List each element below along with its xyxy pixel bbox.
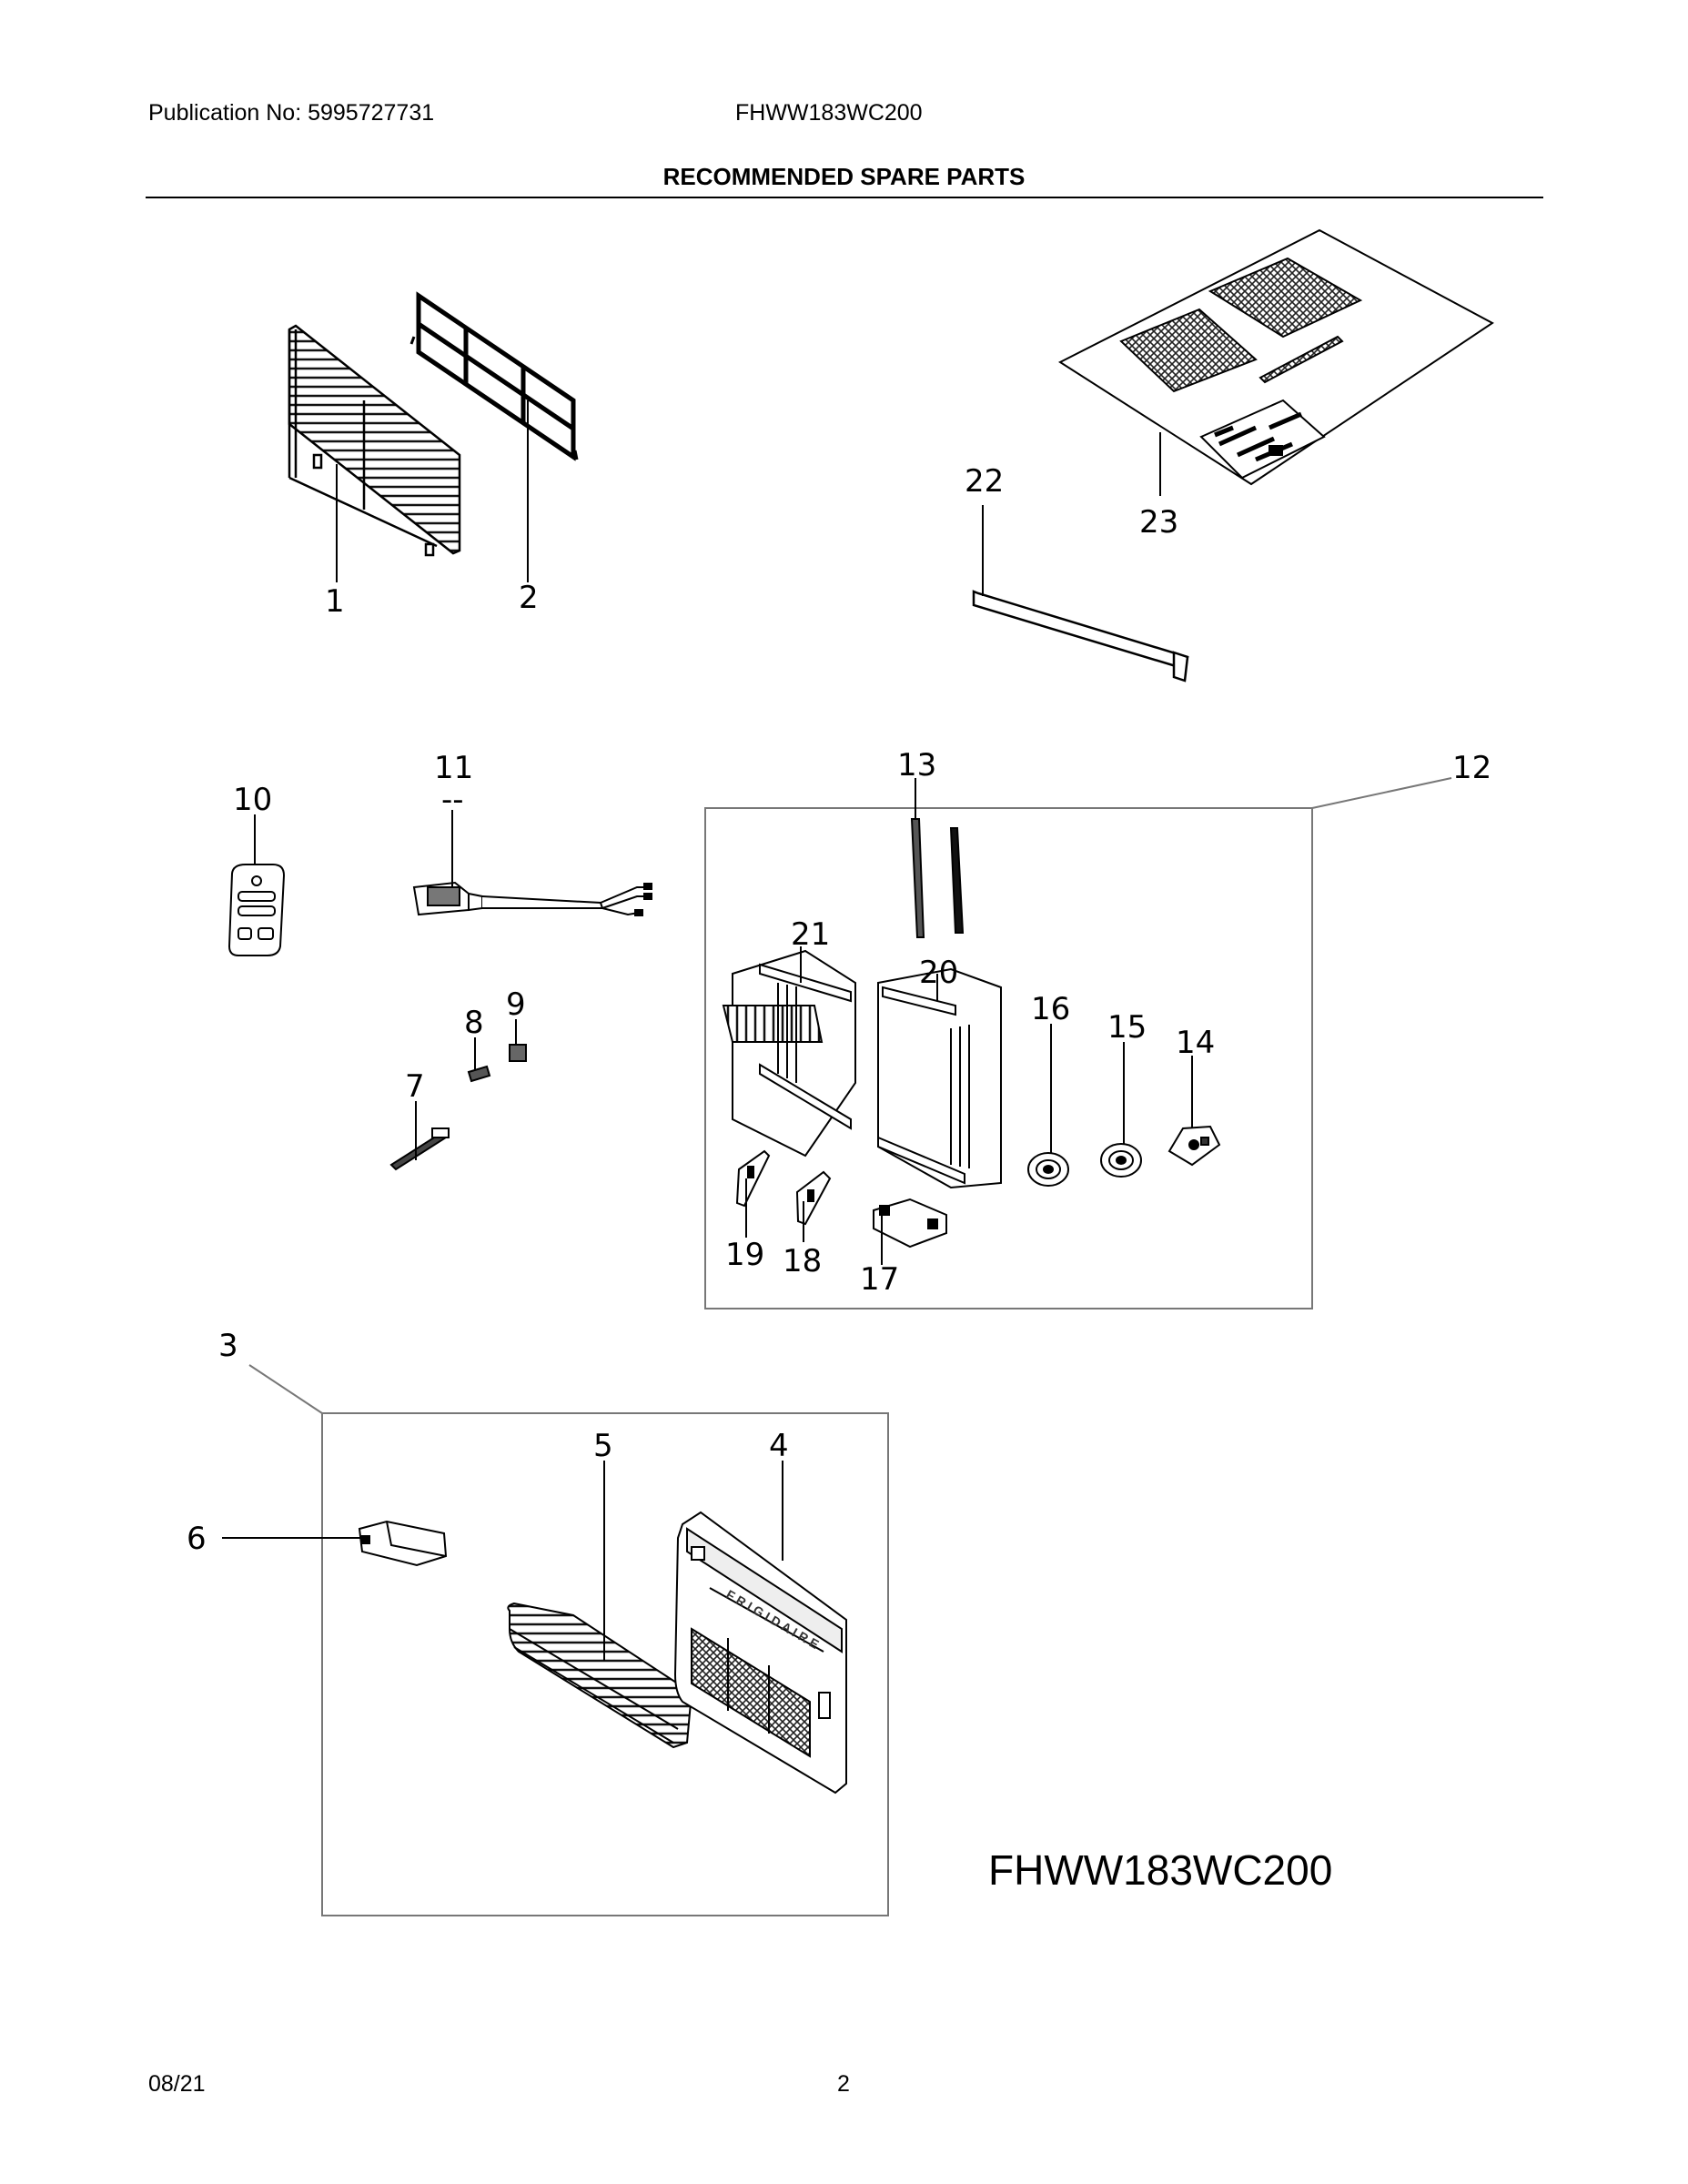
callout-1: 1: [325, 583, 345, 620]
page-title: RECOMMENDED SPARE PARTS: [662, 163, 1026, 190]
page-number: 2: [837, 2071, 850, 2097]
callout-17: 17: [860, 1261, 899, 1298]
callout-8: 8: [464, 1005, 484, 1041]
callout-6: 6: [187, 1521, 207, 1557]
callout-7: 7: [405, 1068, 425, 1105]
callout-9: 9: [506, 986, 526, 1023]
publication-number: Publication No: 5995727731: [148, 100, 435, 126]
callout-20: 20: [919, 955, 958, 991]
header-divider: [146, 197, 1543, 198]
callout-11: 11: [434, 750, 473, 786]
part-14-hardware-kit: [1167, 1125, 1221, 1167]
part-2-air-filter: [409, 291, 579, 461]
part-8-component: [467, 1065, 491, 1083]
footer-date: 08/21: [148, 2071, 206, 2097]
part-23-accessory-kit: [1057, 228, 1494, 486]
kit-12-box: [704, 807, 1313, 1309]
part-5-air-louver: [507, 1602, 693, 1749]
callout-14: 14: [1176, 1025, 1215, 1061]
part-13-seal-strip: [910, 818, 965, 938]
leader-line-3: [248, 1364, 323, 1414]
model-number-header: FHWW183WC200: [735, 100, 923, 126]
part-6-control-component: [358, 1520, 448, 1567]
part-4-front-panel: F R I G I D A I R E: [673, 1511, 847, 1795]
leader-line-12: [1311, 777, 1452, 809]
callout-21: 21: [791, 916, 830, 953]
part-9-component: [509, 1044, 527, 1062]
part-7-component: [389, 1127, 450, 1171]
callout-16: 16: [1031, 991, 1070, 1027]
callout-18: 18: [783, 1243, 822, 1279]
callout-23: 23: [1139, 504, 1178, 541]
part-11-power-cord: [412, 881, 652, 916]
part-15-foam-seal-roll: [1100, 1143, 1142, 1178]
part-22-support-bar: [972, 590, 1189, 682]
assembly-3-box: [321, 1412, 889, 1916]
part-21-left-side-curtain: [722, 949, 856, 1158]
callout-5: 5: [593, 1428, 613, 1464]
part-16-foam-seal-roll: [1027, 1152, 1069, 1187]
part-1-front-grille: [288, 324, 461, 557]
dash-mark: --: [441, 782, 464, 818]
model-label: FHWW183WC200: [988, 1846, 1333, 1894]
callout-3: 3: [218, 1328, 238, 1364]
callout-4: 4: [769, 1428, 789, 1464]
part-10-remote-control: [227, 864, 286, 956]
callout-2: 2: [519, 580, 539, 616]
callout-10: 10: [233, 782, 272, 818]
callout-19: 19: [725, 1237, 764, 1273]
part-19-bracket: [735, 1149, 771, 1208]
callout-22: 22: [965, 463, 1004, 500]
part-18-bracket: [795, 1170, 832, 1226]
part-20-right-side-curtain: [877, 967, 1002, 1189]
callout-13: 13: [897, 747, 936, 784]
part-17-window-lock: [873, 1198, 947, 1249]
callout-12: 12: [1452, 750, 1491, 786]
callout-15: 15: [1107, 1009, 1147, 1046]
